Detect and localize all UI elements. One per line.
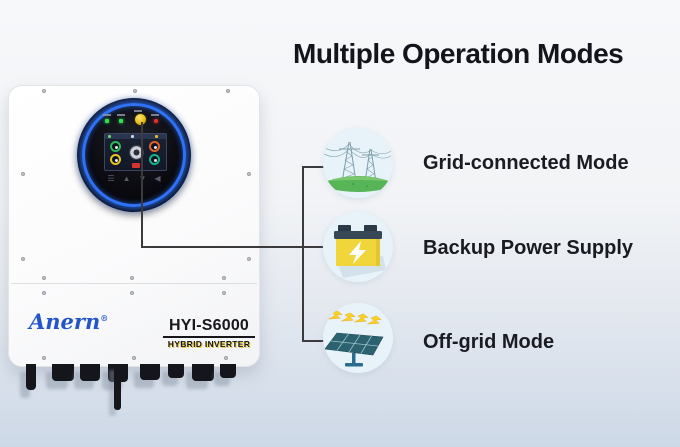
- registered-mark: ®: [100, 313, 109, 323]
- cable-connector: [192, 364, 214, 381]
- screw-icon: [42, 356, 46, 360]
- cable-connector: [220, 364, 236, 378]
- mode-icon-circle: [323, 128, 393, 198]
- grid-input-icon: [149, 141, 160, 152]
- screw-icon: [222, 291, 226, 295]
- battery-icon: [334, 225, 386, 278]
- panel-seam: [11, 283, 257, 284]
- model-block: HYI-S6000 HYBRID INVERTER: [163, 317, 255, 349]
- screw-icon: [42, 89, 46, 93]
- inverter-display: ☰ ▲ ▼ ◀: [77, 98, 191, 212]
- brand-logo: Anern®: [29, 309, 108, 334]
- statusbar-dot: [155, 135, 158, 138]
- screw-icon: [21, 172, 25, 176]
- cable-connector: [26, 364, 36, 390]
- up-button-icon: ▲: [122, 174, 131, 183]
- inverter-dial-icon: [129, 145, 144, 160]
- screw-icon: [226, 89, 230, 93]
- screw-icon: [224, 356, 228, 360]
- callout-stub-top: [302, 166, 324, 168]
- led-label: [117, 114, 125, 116]
- power-grid-icon: [323, 141, 392, 192]
- mode-label: Backup Power Supply: [423, 237, 634, 259]
- led-label: [134, 110, 142, 112]
- screen-statusbar: [105, 134, 166, 139]
- inverter-device: ☰ ▲ ▼ ◀ Anern® HYI-S6000 HYBRID INVERTER: [8, 85, 260, 367]
- callout-bracket-vertical: [302, 166, 304, 341]
- cable-connector: [140, 364, 160, 380]
- screw-icon: [222, 276, 226, 280]
- screw-icon: [133, 89, 137, 93]
- statusbar-dot: [108, 135, 111, 138]
- callout-stub-bottom: [302, 340, 324, 342]
- cable-connector: [168, 364, 184, 378]
- screw-icon: [247, 172, 251, 176]
- screw-icon: [130, 276, 134, 280]
- screw-icon: [42, 291, 46, 295]
- led-label: [103, 114, 111, 116]
- status-knob-yellow-icon: [134, 113, 147, 126]
- screw-icon: [247, 257, 251, 261]
- pv-input-icon: [110, 141, 121, 152]
- model-subtitle: HYBRID INVERTER: [167, 339, 251, 349]
- output-status-icon: [149, 154, 160, 165]
- status-led-green-icon: [119, 119, 123, 123]
- screw-icon: [132, 356, 136, 360]
- cable-stem: [114, 364, 121, 410]
- mode-icon-circle: [323, 212, 393, 282]
- menu-button-icon: ☰: [107, 174, 115, 183]
- statusbar-dot: [131, 135, 134, 138]
- callout-line-horizontal: [141, 246, 323, 248]
- solar-panel-icon: [324, 310, 384, 367]
- alert-badge: [132, 163, 140, 168]
- mode-label: Grid-connected Mode: [423, 152, 629, 174]
- led-label: [151, 114, 159, 116]
- status-led-red-icon: [154, 119, 158, 123]
- brand-name: Anern: [29, 309, 101, 334]
- screw-icon: [130, 291, 134, 295]
- display-button-row: ☰ ▲ ▼ ◀: [77, 174, 191, 184]
- battery-status-icon: [110, 154, 121, 165]
- screw-icon: [42, 276, 46, 280]
- cable-connector: [52, 364, 74, 381]
- mode-label: Off-grid Mode: [423, 331, 555, 353]
- page-title: Multiple Operation Modes: [293, 38, 624, 69]
- cable-connector: [80, 364, 100, 381]
- status-led-green-icon: [105, 119, 109, 123]
- mode-icon-circle: [323, 303, 393, 373]
- screw-icon: [21, 257, 25, 261]
- display-screen: [104, 133, 167, 171]
- model-number: HYI-S6000: [163, 317, 255, 338]
- callout-line-vertical: [141, 122, 143, 247]
- enter-button-icon: ◀: [154, 174, 161, 183]
